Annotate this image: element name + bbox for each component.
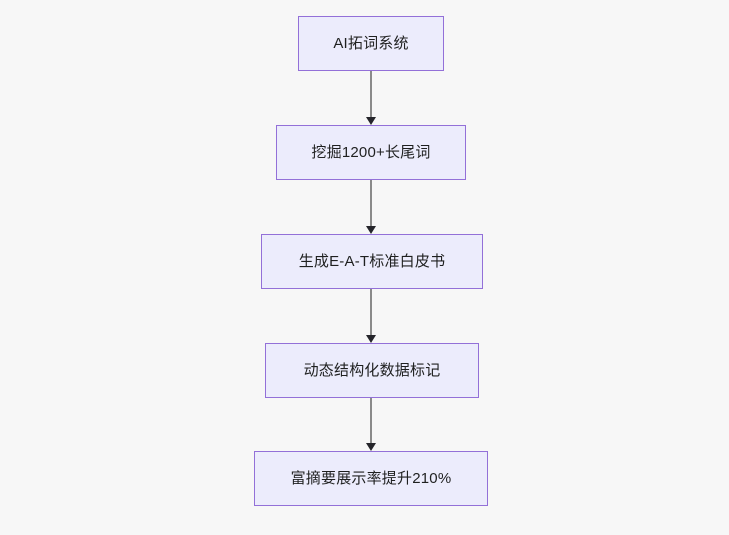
arrowhead-icon — [366, 226, 376, 234]
flow-node-generate-eat-whitepaper[interactable]: 生成E-A-T标准白皮书 — [261, 234, 483, 289]
flow-node-label: 动态结构化数据标记 — [303, 361, 441, 379]
edge-line — [370, 71, 372, 117]
arrowhead-icon — [366, 443, 376, 451]
flow-node-dynamic-structured-data-markup[interactable]: 动态结构化数据标记 — [265, 343, 479, 398]
edge-line — [370, 180, 372, 226]
flow-node-label: 挖掘1200+长尾词 — [311, 143, 431, 161]
arrowhead-icon — [366, 117, 376, 125]
edge-line — [370, 289, 372, 335]
arrowhead-icon — [366, 335, 376, 343]
flow-node-label: 生成E-A-T标准白皮书 — [298, 252, 446, 270]
flow-node-mine-longtail-keywords[interactable]: 挖掘1200+长尾词 — [276, 125, 466, 180]
flow-node-label: AI拓词系统 — [333, 34, 409, 52]
flow-node-label: 富摘要展示率提升210% — [290, 469, 452, 487]
edge-line — [370, 398, 372, 443]
flow-node-ai-keyword-system[interactable]: AI拓词系统 — [298, 16, 444, 71]
flow-node-rich-snippet-impression-lift[interactable]: 富摘要展示率提升210% — [254, 451, 488, 506]
